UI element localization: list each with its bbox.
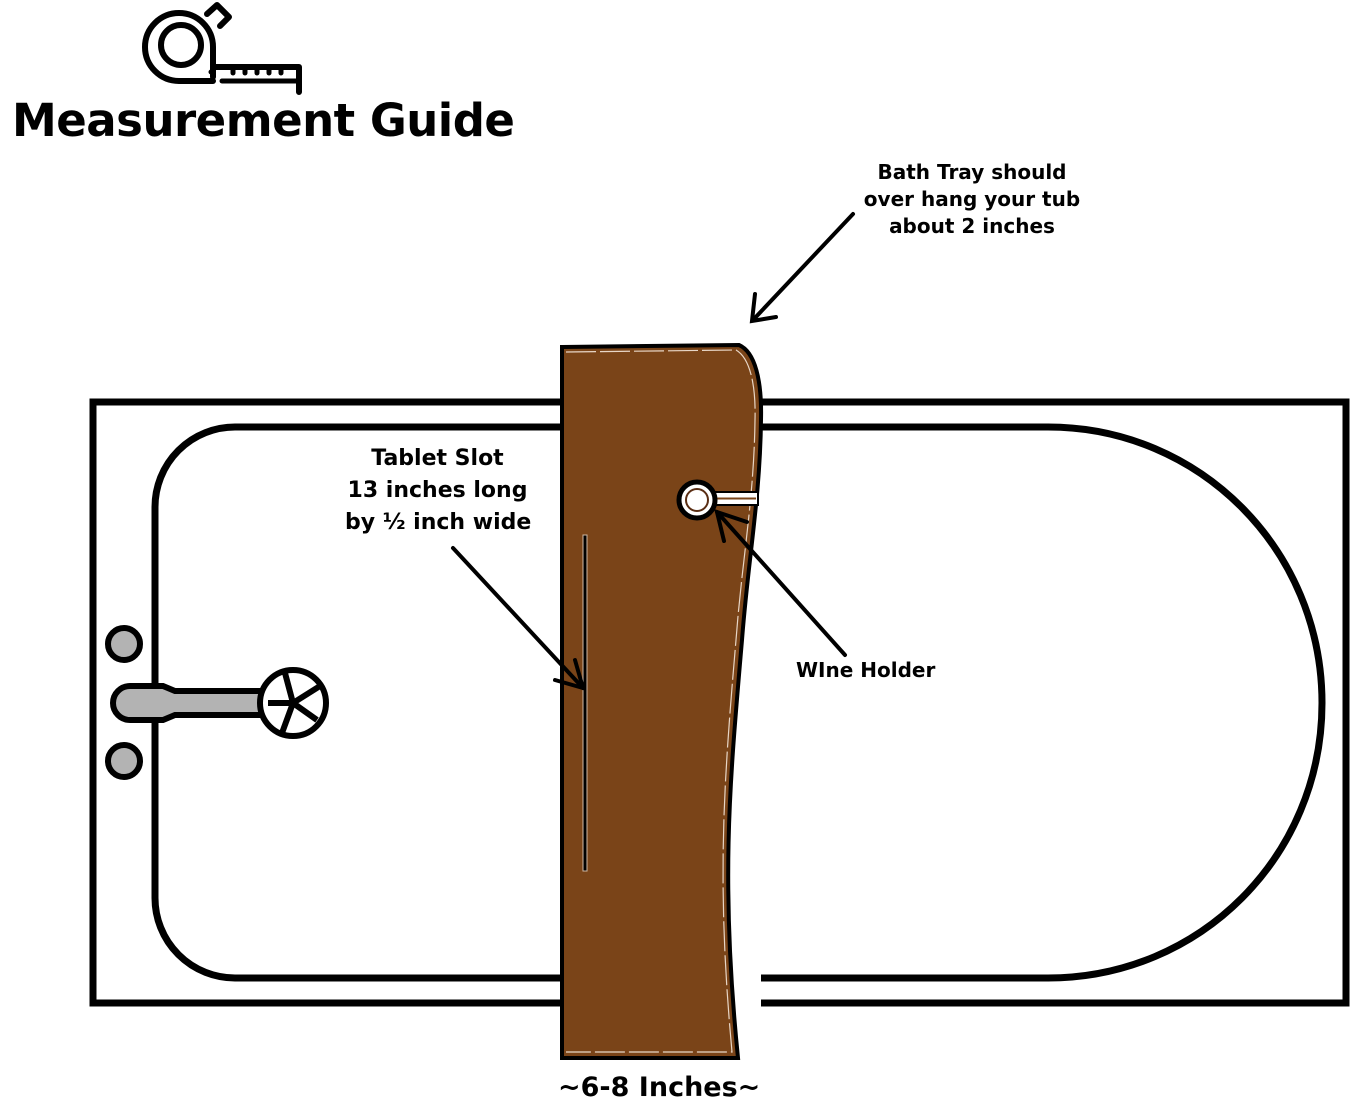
overhang-note-line: over hang your tub (863, 187, 1081, 211)
bath-tray (560, 342, 764, 1060)
tablet-slot-note-line: Tablet Slot (371, 446, 504, 471)
overhang-note: Bath Tray should over hang your tub abou… (862, 159, 1082, 240)
arrow-tablet-slot (451, 546, 586, 691)
wine-holder-label: WIne Holder (796, 658, 936, 682)
tablet-slot (582, 534, 588, 872)
page-title: Measurement Guide (12, 94, 515, 147)
tablet-slot-note: Tablet Slot 13 inches long by ½ inch wid… (345, 443, 532, 539)
tray-width-label: ~6-8 Inches~ (558, 1072, 761, 1103)
wine-holder (676, 479, 759, 521)
arrow-wine-holder (714, 508, 847, 657)
tablet-slot-note-line: by ½ inch wide (345, 510, 532, 536)
overhang-note-line: Bath Tray should (877, 160, 1067, 184)
faucet-spout (110, 683, 275, 723)
drain-icon (257, 667, 329, 739)
faucet-knob-bottom (105, 742, 143, 780)
tray-edge-highlight (565, 349, 756, 1053)
bathtub-basin (151, 423, 1326, 982)
tape-measure-icon (142, 2, 302, 95)
faucet-knob-top (105, 625, 143, 663)
arrow-overhang (749, 212, 855, 324)
overhang-note-line: about 2 inches (889, 214, 1055, 238)
tablet-slot-note-line: 13 inches long (347, 478, 528, 504)
